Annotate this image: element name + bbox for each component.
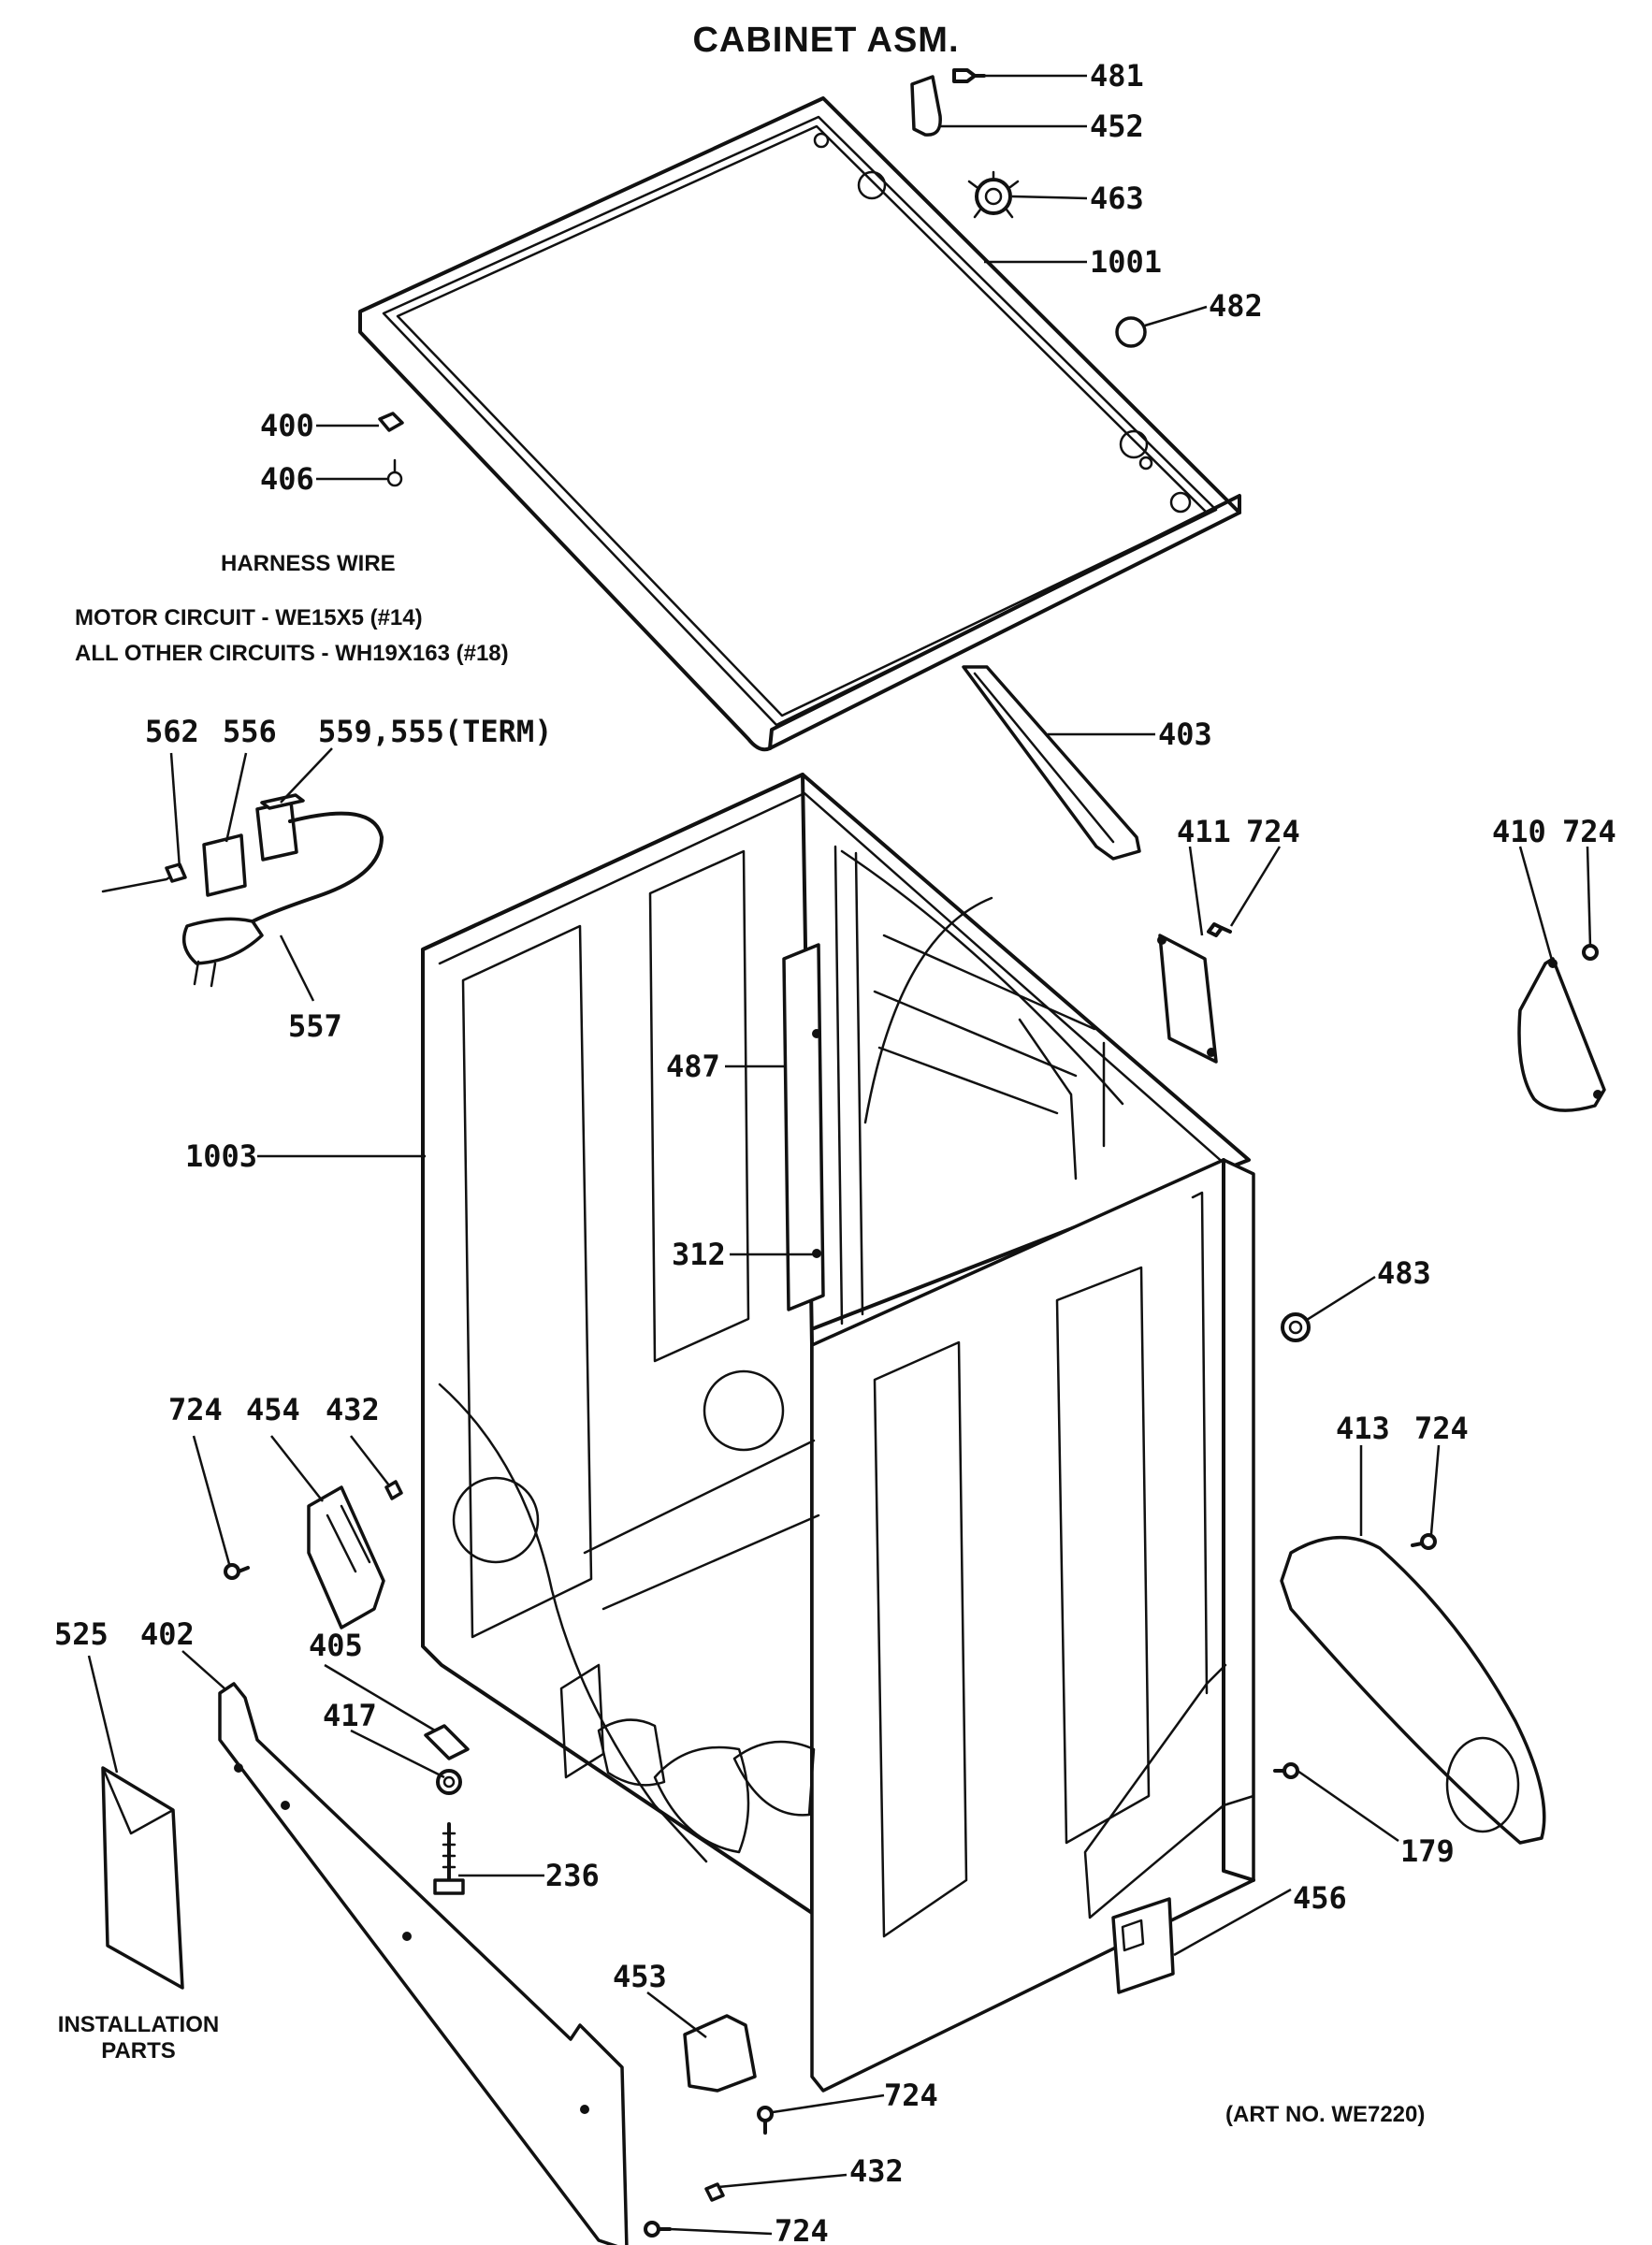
top-cover — [358, 96, 1241, 752]
callout-487: 487 — [666, 1049, 720, 1084]
toe-kick-402 — [218, 1682, 629, 2245]
cover-plate-410 — [1517, 957, 1606, 1112]
callout-454: 454 — [246, 1392, 300, 1427]
callout-456: 456 — [1293, 1880, 1347, 1916]
callout-236: 236 — [545, 1858, 600, 1893]
installation-parts-label-2: PARTS — [101, 2038, 176, 2064]
screw-724-410 — [1582, 944, 1599, 961]
callout-432-bottom: 432 — [849, 2153, 904, 2189]
callout-402: 402 — [140, 1616, 195, 1652]
callout-417: 417 — [323, 1698, 377, 1733]
callout-483: 483 — [1377, 1255, 1431, 1291]
screw-724-bottom-2 — [644, 2221, 672, 2238]
callout-463: 463 — [1090, 181, 1144, 216]
harness-wire-heading: HARNESS WIRE — [221, 551, 396, 576]
callout-724-bottom-2: 724 — [775, 2213, 829, 2245]
bracket-411 — [1158, 934, 1218, 1064]
callout-410: 410 — [1492, 814, 1546, 849]
callout-724-bottom-1: 724 — [884, 2078, 938, 2113]
support-arm-403 — [962, 665, 1141, 861]
door-switch-454 — [307, 1485, 385, 1629]
callout-406: 406 — [260, 461, 314, 497]
callout-557: 557 — [288, 1008, 342, 1044]
callout-562: 562 — [145, 714, 199, 749]
installation-parts-label-1: INSTALLATION — [58, 2012, 219, 2037]
callout-405: 405 — [309, 1628, 363, 1663]
screw-406 — [386, 458, 403, 487]
plug-482 — [1115, 316, 1147, 348]
callout-724-454: 724 — [168, 1392, 223, 1427]
callout-400: 400 — [260, 408, 314, 443]
diagram-title: CABINET ASM. — [692, 21, 959, 60]
bracket-405 — [424, 1724, 470, 1760]
cabinet-body — [421, 773, 1255, 2093]
callout-411: 411 — [1177, 814, 1231, 849]
clip-400 — [378, 412, 404, 432]
callout-556: 556 — [223, 714, 277, 749]
nut-417 — [436, 1769, 462, 1795]
callout-481: 481 — [1090, 58, 1144, 94]
power-cord-assembly — [101, 793, 384, 988]
screw-724-454 — [224, 1563, 250, 1580]
callout-403: 403 — [1158, 717, 1212, 752]
bushing-483 — [1281, 1312, 1311, 1342]
callout-724-413: 724 — [1414, 1411, 1469, 1446]
screw-481 — [952, 68, 986, 83]
other-circuits-note: ALL OTHER CIRCUITS - WH19X163 (#18) — [75, 641, 509, 666]
rear-panel-413 — [1280, 1535, 1546, 1845]
part-432-top — [384, 1480, 403, 1500]
screw-724-411 — [1207, 922, 1232, 937]
screw-179 — [1273, 1762, 1299, 1779]
callout-482: 482 — [1209, 288, 1263, 324]
callout-525: 525 — [54, 1616, 109, 1652]
callout-452: 452 — [1090, 109, 1144, 144]
screw-724-413 — [1411, 1533, 1437, 1550]
art-number: (ART NO. WE7220) — [1225, 2102, 1425, 2127]
motor-circuit-note: MOTOR CIRCUIT - WE15X5 (#14) — [75, 605, 423, 630]
leveling-leg-236 — [433, 1822, 465, 1895]
callout-179: 179 — [1400, 1833, 1455, 1869]
leader-lines — [87, 74, 1592, 2236]
callout-559-555: 559,555(TERM) — [318, 714, 552, 749]
bumper-463 — [967, 170, 1020, 219]
screw-724-bottom-1 — [757, 2106, 774, 2135]
callout-432-top: 432 — [326, 1392, 380, 1427]
part-432-bottom — [704, 2182, 725, 2202]
callout-labels: 481 452 463 1001 482 400 406 403 562 556… — [54, 58, 1616, 2245]
installation-parts-envelope — [101, 1766, 184, 1990]
callout-724-410: 724 — [1562, 814, 1616, 849]
hinge-452 — [910, 75, 942, 137]
callout-1003: 1003 — [185, 1138, 257, 1174]
callout-1001: 1001 — [1090, 244, 1162, 280]
callout-724-411: 724 — [1246, 814, 1300, 849]
door-strike-453 — [683, 2014, 757, 2093]
callout-312: 312 — [672, 1237, 726, 1272]
callout-413: 413 — [1336, 1411, 1390, 1446]
callout-453: 453 — [613, 1959, 667, 1994]
